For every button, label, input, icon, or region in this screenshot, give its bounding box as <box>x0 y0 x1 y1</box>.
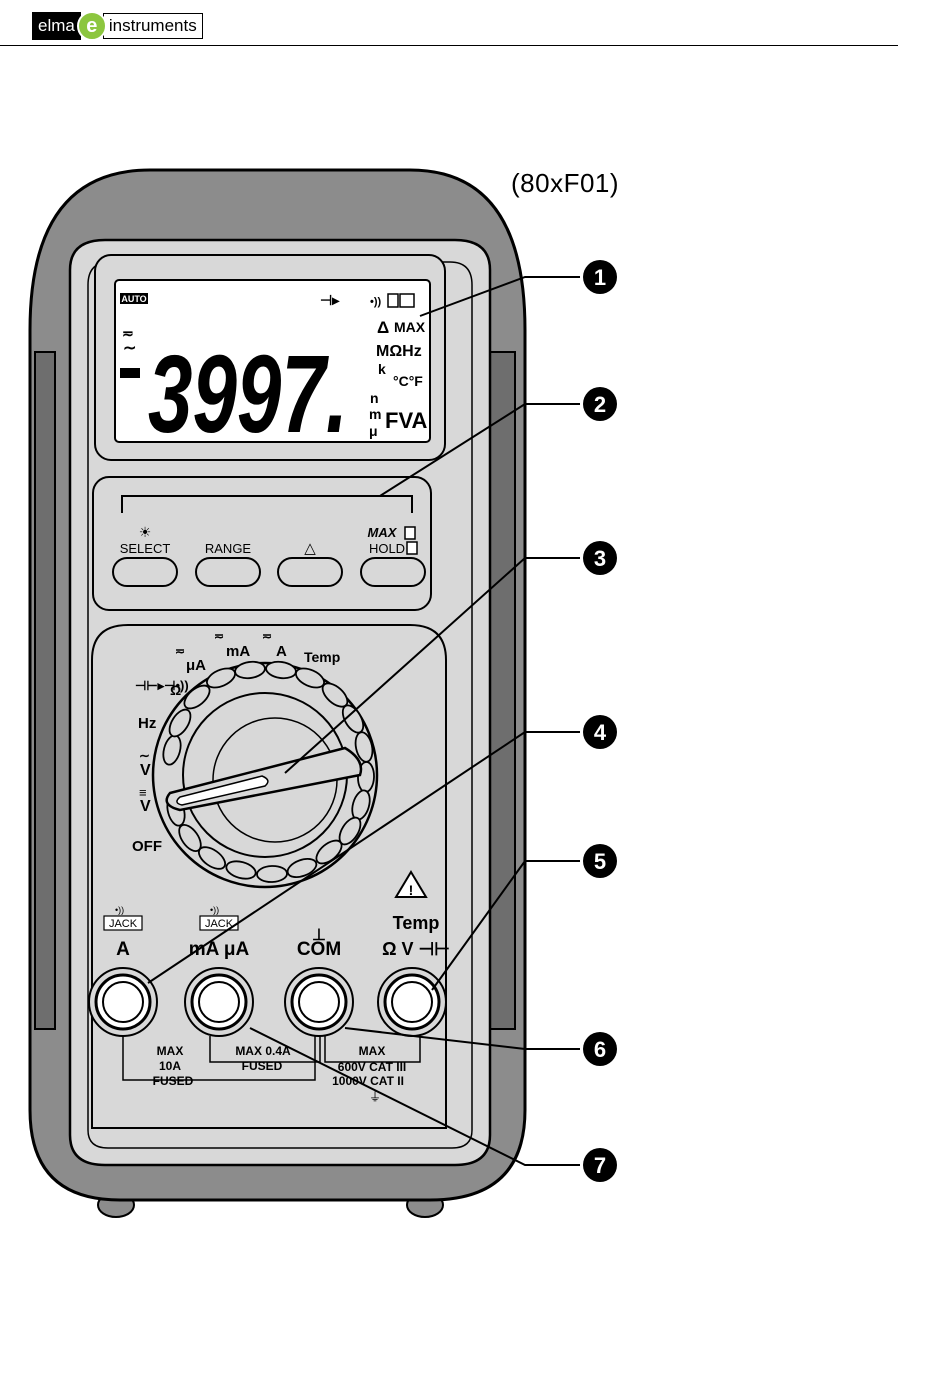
select-label: SELECT <box>120 541 171 556</box>
callout-4: 4 <box>583 715 617 749</box>
rating-v-line2: 600V CAT III <box>338 1060 406 1074</box>
unit-mohmhz: MΩHz <box>376 343 422 360</box>
dial-label-acv: V <box>140 762 151 779</box>
svg-text:1: 1 <box>594 265 606 290</box>
callout-2: 2 <box>583 387 617 421</box>
unit-temp: °C°F <box>393 373 423 389</box>
callout-7: 7 <box>583 1148 617 1182</box>
battery-icon <box>400 294 414 307</box>
dc-ac-symbol: ≂ <box>122 325 134 341</box>
rating-v-line1: MAX <box>359 1044 386 1058</box>
dial-label-ua: μA <box>186 657 206 674</box>
beep-a-symbol: •)) <box>115 905 124 915</box>
hold-label: HOLD <box>369 541 405 556</box>
dial-label-dcv: V <box>140 798 151 815</box>
acdc-symbol-ua: ≂ <box>175 644 185 658</box>
svg-text:5: 5 <box>594 849 606 874</box>
unit-n: n <box>370 390 379 406</box>
rating-ma-line1: MAX 0.4A <box>235 1044 291 1058</box>
max-indicator: MAX <box>394 319 426 335</box>
diode-symbol: ⊣▸ <box>320 292 340 308</box>
relative-button[interactable] <box>278 558 342 586</box>
terminal-label-temp: Temp <box>393 913 440 933</box>
minus-segment <box>120 368 140 378</box>
range-label: RANGE <box>205 541 252 556</box>
rating-a-line2: 10A <box>159 1059 181 1073</box>
dial-label-temp: Temp <box>304 649 340 665</box>
max-hold-top-label: MAX <box>368 525 398 540</box>
hold-button[interactable] <box>361 558 425 586</box>
dial-label-a: A <box>276 643 287 660</box>
dial-label-off: OFF <box>132 838 162 855</box>
rating-a-line3: FUSED <box>153 1074 194 1088</box>
beeper-symbol: •)) <box>370 296 382 308</box>
unit-m: m <box>369 406 381 422</box>
hold-icon <box>407 542 417 554</box>
dial-label-ohm: Ω <box>170 682 181 698</box>
rating-a-line1: MAX <box>157 1044 184 1058</box>
relative-label: △ <box>304 540 316 557</box>
terminal-label-com: COM <box>297 939 341 960</box>
unit-mu: μ <box>369 423 378 439</box>
callout-3: 3 <box>583 541 617 575</box>
ac-symbol-v: ∼ <box>139 748 150 763</box>
backlight-symbol: ☀ <box>139 524 152 540</box>
svg-text:6: 6 <box>594 1037 606 1062</box>
beep-ma-symbol: •)) <box>210 905 219 915</box>
max-hold-icon <box>405 527 415 539</box>
acdc-symbol-a: ≂ <box>262 629 272 643</box>
delta-indicator: Δ <box>377 318 389 337</box>
terminal-label-v-ohm-cap: Ω V ⊣⊢ <box>382 939 450 959</box>
callout-1: 1 <box>583 260 617 294</box>
auto-label: AUTO <box>121 294 146 304</box>
terminal-a[interactable] <box>89 968 157 1036</box>
lcd-reading: 3997. <box>148 333 348 456</box>
unit-fva: FVA <box>385 408 427 433</box>
select-button[interactable] <box>113 558 177 586</box>
holster-grip-left <box>35 352 55 1029</box>
jack-label-a: JACK <box>109 918 138 930</box>
terminal-label-a: A <box>116 939 130 960</box>
terminal-com[interactable] <box>285 968 353 1036</box>
range-button[interactable] <box>196 558 260 586</box>
callout-5: 5 <box>583 844 617 878</box>
rating-ma-line2: FUSED <box>242 1059 283 1073</box>
terminal-v-ohm[interactable] <box>378 968 446 1036</box>
ac-wave-symbol: ∼ <box>123 340 136 357</box>
acdc-symbol-ma: ≂ <box>214 629 224 643</box>
warning-mark: ! <box>409 882 414 898</box>
svg-text:7: 7 <box>594 1153 606 1178</box>
dial-label-hz: Hz <box>138 715 156 732</box>
svg-text:4: 4 <box>594 720 607 745</box>
holster-grip-right <box>490 352 515 1029</box>
callout-6: 6 <box>583 1032 617 1066</box>
dial-label-ma: mA <box>226 643 250 660</box>
terminal-ma-ua[interactable] <box>185 968 253 1036</box>
svg-text:2: 2 <box>594 392 606 417</box>
svg-text:3: 3 <box>594 546 606 571</box>
hold-indicator <box>388 294 398 307</box>
unit-k: k <box>378 361 386 377</box>
logo-e-mark: e <box>77 11 107 41</box>
